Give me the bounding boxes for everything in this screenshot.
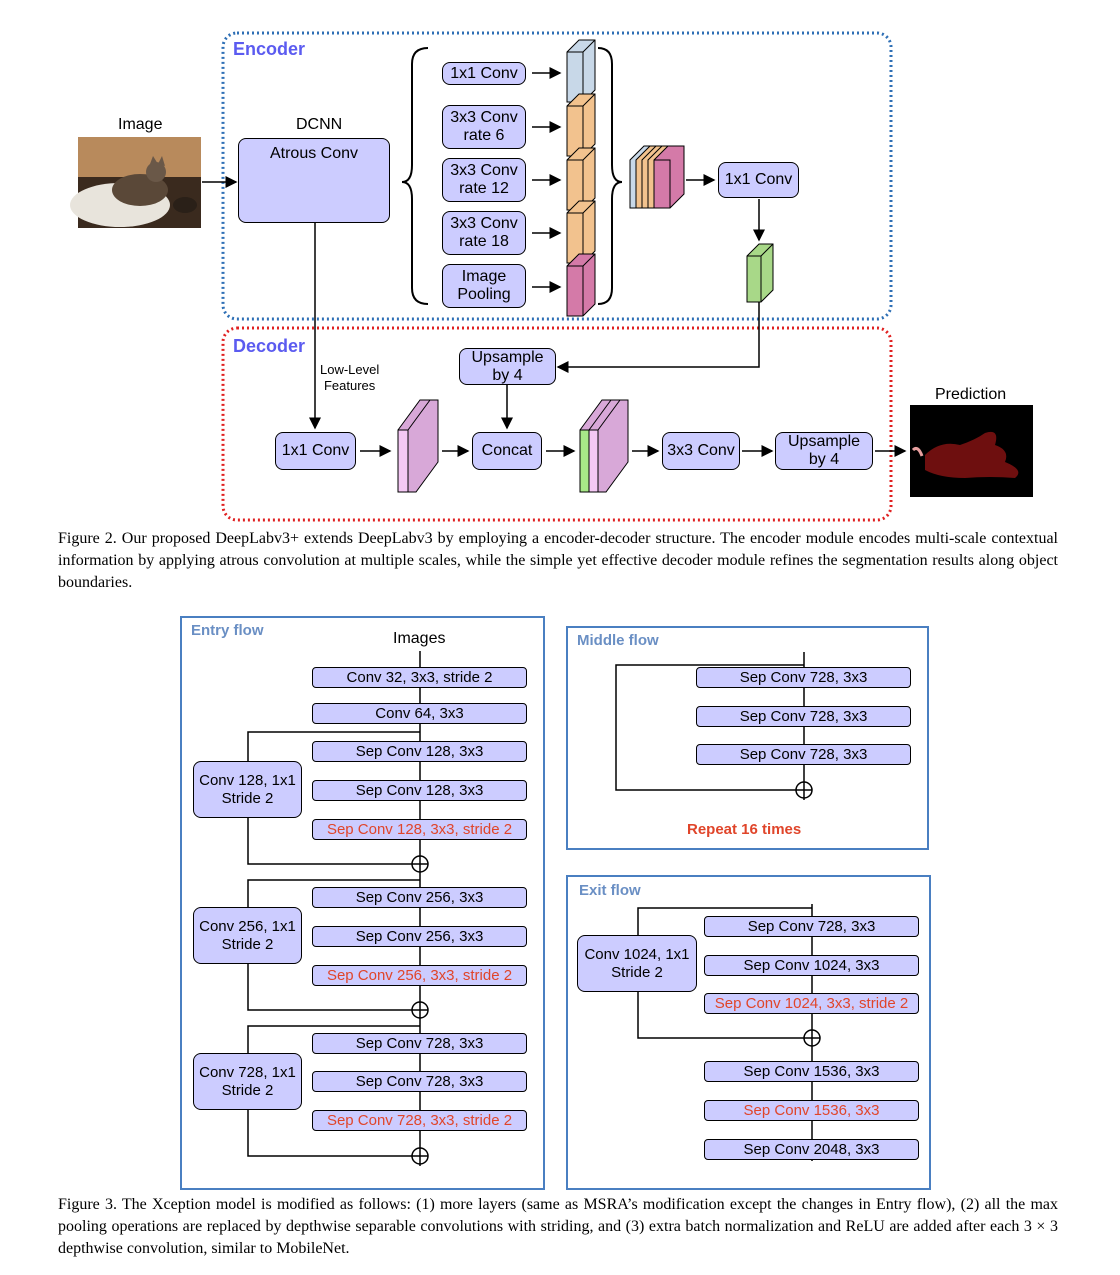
entry-layer-2: Conv 64, 3x3 [312,703,527,724]
encoder-frame [221,31,893,321]
entry-layer-4: Sep Conv 128, 3x3 [312,780,527,801]
prediction-label: Prediction [935,386,1007,403]
decoder-frame [221,326,893,522]
entry-layer-10: Sep Conv 728, 3x3 [312,1071,527,1092]
input-image [70,137,201,228]
entry-flow-title: Entry flow [191,622,264,639]
feature-map-1x1 [566,39,596,103]
entry-layer-11: Sep Conv 728, 3x3, stride 2 [312,1110,527,1131]
encoder-output-map [746,243,774,303]
images-label: Images [393,630,446,647]
middle-layer-2: Sep Conv 728, 3x3 [696,706,911,727]
figure2-caption: Figure 2. Our proposed DeepLabv3+ extend… [58,530,1058,591]
right-brace [597,47,623,305]
branch-1x1-conv: 1x1 Conv [442,62,526,85]
entry-layer-9: Sep Conv 728, 3x3 [312,1033,527,1054]
branch-3x3-rate6: 3x3 Conv rate 6 [442,105,526,149]
repeat-label: Repeat 16 times [687,821,802,838]
exit-layer-1: Sep Conv 728, 3x3 [704,916,919,937]
feature-map-rate6 [566,93,596,157]
entry-shortcut-728: Conv 728, 1x1 Stride 2 [193,1053,302,1110]
entry-layer-5: Sep Conv 128, 3x3, stride 2 [312,819,527,840]
feature-map-rate12 [566,147,596,211]
concatenated-feature-stack [629,145,685,209]
low-level-features-label: Low-Level Features [320,362,380,393]
atrous-conv-label: Atrous Conv [269,145,359,162]
upsample-by-4-encoder: Upsample by 4 [459,348,556,385]
entry-layer-6: Sep Conv 256, 3x3 [312,887,527,908]
exit-flow-frame [566,875,931,1190]
entry-shortcut-256: Conv 256, 1x1 Stride 2 [193,907,302,964]
feature-map-pooling [566,253,596,317]
concat-feature-map [579,399,629,493]
exit-layer-5: Sep Conv 1536, 3x3 [704,1100,919,1121]
entry-flow-frame [180,616,545,1190]
encoder-title: Encoder [233,39,306,59]
middle-layer-1: Sep Conv 728, 3x3 [696,667,911,688]
middle-flow-title: Middle flow [577,632,659,649]
image-label: Image [118,116,163,133]
feature-map-rate18 [566,200,596,264]
left-brace [401,47,429,305]
upsample-by-4-decoder: Upsample by 4 [775,432,873,470]
concat-block: Concat [472,432,542,470]
entry-layer-1: Conv 32, 3x3, stride 2 [312,667,527,688]
branch-3x3-rate12: 3x3 Conv rate 12 [442,158,526,202]
decoder-3x3-conv: 3x3 Conv [662,432,740,470]
branch-3x3-rate18: 3x3 Conv rate 18 [442,211,526,255]
middle-layer-3: Sep Conv 728, 3x3 [696,744,911,765]
entry-layer-8: Sep Conv 256, 3x3, stride 2 [312,965,527,986]
entry-layer-7: Sep Conv 256, 3x3 [312,926,527,947]
middle-flow-frame [566,626,929,850]
decoder-1x1-conv: 1x1 Conv [275,432,356,470]
exit-shortcut-1024: Conv 1024, 1x1 Stride 2 [577,935,697,992]
add-node-crosses [412,782,820,1164]
low-level-feature-map [397,399,439,493]
branch-image-pooling: Image Pooling [442,264,526,308]
entry-layer-3: Sep Conv 128, 3x3 [312,741,527,762]
figure3-caption: Figure 3. The Xception model is modified… [58,1196,1058,1257]
exit-layer-3: Sep Conv 1024, 3x3, stride 2 [704,993,919,1014]
entry-shortcut-128: Conv 128, 1x1 Stride 2 [193,761,302,818]
exit-layer-4: Sep Conv 1536, 3x3 [704,1061,919,1082]
encoder-1x1-conv: 1x1 Conv [718,162,799,198]
exit-layer-2: Sep Conv 1024, 3x3 [704,955,919,976]
atrous-conv-block: Atrous Conv [238,138,390,223]
exit-layer-6: Sep Conv 2048, 3x3 [704,1139,919,1160]
prediction-image [910,405,1033,497]
dcnn-label: DCNN [296,116,343,133]
exit-flow-title: Exit flow [579,882,641,899]
decoder-title: Decoder [233,336,306,356]
